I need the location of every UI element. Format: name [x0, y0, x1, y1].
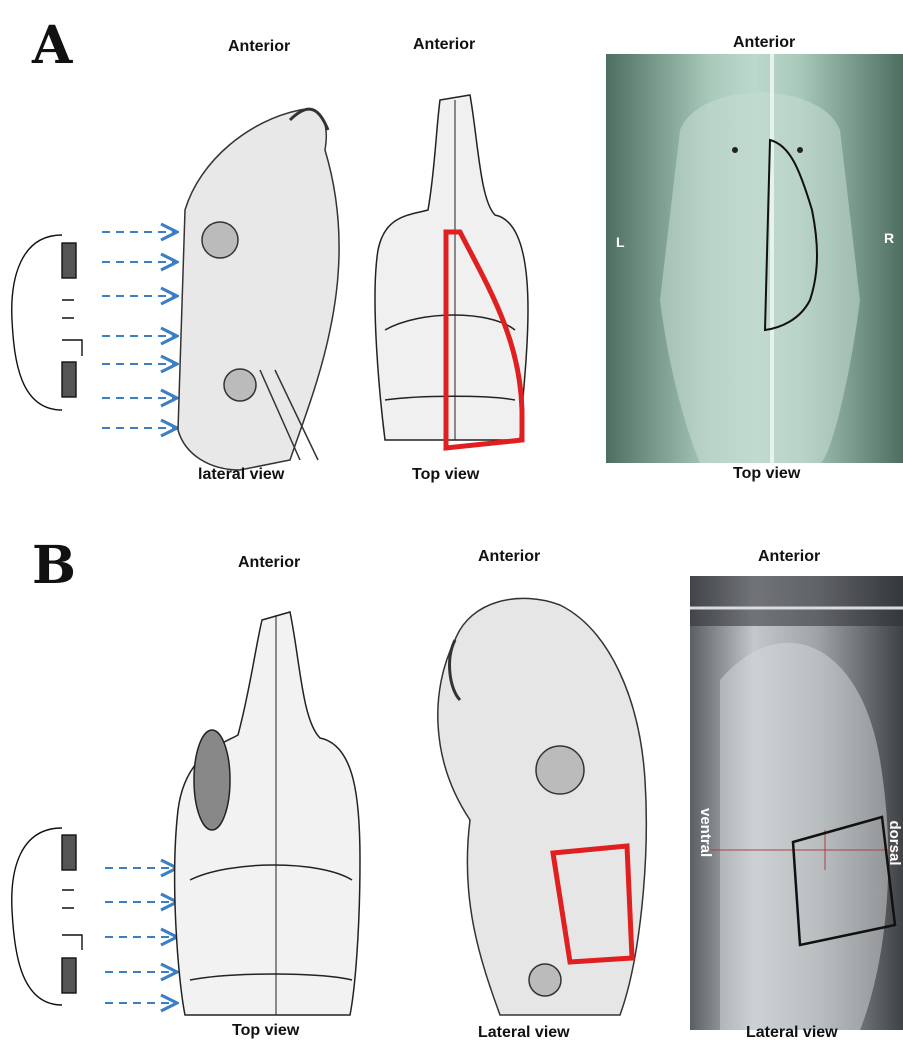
rat-skull-drawing-lateral	[438, 598, 646, 1015]
b-top-view-label: Top view	[232, 1022, 299, 1040]
b-lateral-anterior-label: Anterior	[478, 548, 540, 566]
b-top-anterior-label: Anterior	[238, 554, 300, 572]
b-xray-view-label: Lateral view	[746, 1024, 838, 1042]
b-xray-anterior-label: Anterior	[758, 548, 820, 566]
b-xray-dorsal-label: dorsal	[886, 808, 903, 878]
rat-skull-drawing-top	[175, 612, 360, 1015]
collimator-icon	[12, 828, 82, 1005]
b-xray-ventral-label: ventral	[697, 808, 714, 857]
radiation-beam-arrow-icon	[105, 868, 175, 1003]
b-lateral-view-label: Lateral view	[478, 1024, 570, 1042]
